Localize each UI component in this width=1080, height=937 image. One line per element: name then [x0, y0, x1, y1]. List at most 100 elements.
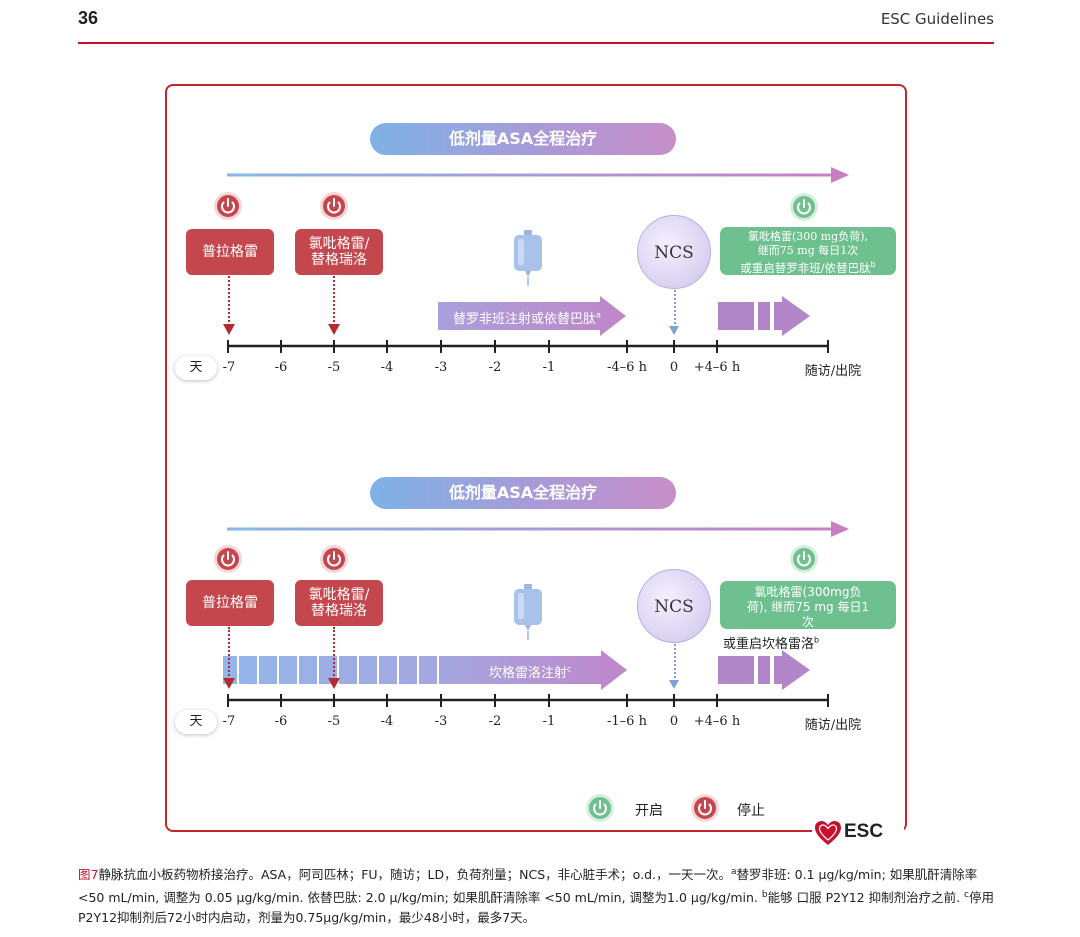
- page-number: 36: [78, 8, 99, 28]
- post-op-arrow: [718, 296, 810, 336]
- tick-label: +4–6 h: [693, 714, 741, 729]
- restart-cangrelor-note: 或重启坎格雷洛b: [723, 633, 819, 652]
- power-icon: [691, 794, 719, 822]
- legend: 开启 停止: [585, 792, 805, 824]
- stop-clopidogrel-pointer: [333, 627, 335, 680]
- tick-label: -1–6 h: [607, 714, 647, 729]
- stop-prasugrel-badge: 普拉格雷: [186, 580, 274, 626]
- stop-clopidogrel-pointer: [333, 276, 335, 326]
- panel-iv-tirofiban: 低剂量ASA全程治疗 普拉格雷 氯吡格雷/ 替格瑞洛: [167, 86, 909, 406]
- tick-label: 0: [669, 714, 679, 729]
- tick-label: -4: [380, 360, 394, 375]
- tick-label: -6: [274, 360, 288, 375]
- arrow-head: [328, 678, 340, 689]
- start-line-1: 氯吡格雷(300mg负: [754, 585, 862, 599]
- ncs-pointer: [674, 290, 676, 328]
- arrow-head: [328, 324, 340, 335]
- day-label: 天: [175, 356, 217, 380]
- day-label: 天: [175, 710, 217, 734]
- stop-prasugrel-badge: 普拉格雷: [186, 229, 274, 275]
- start-line-2: 荷), 继而75 mg 每日1: [746, 600, 870, 614]
- infusion-label: 坎格雷洛注射c: [489, 662, 571, 681]
- stop-clopidogrel-label-1: 氯吡格雷/: [308, 236, 370, 252]
- stop-clopidogrel-label-1: 氯吡格雷/: [308, 587, 370, 603]
- aspirin-banner: 低剂量ASA全程治疗: [370, 123, 676, 155]
- ncs-pointer: [674, 644, 676, 682]
- tick-label: -7: [222, 360, 236, 375]
- start-line-3: 或重启替罗非班/依替巴肽b: [724, 258, 892, 275]
- footnote-marker: a: [730, 867, 737, 877]
- stop-clopidogrel-badge: 氯吡格雷/ 替格瑞洛: [295, 229, 383, 275]
- tick-label: -6: [274, 714, 288, 729]
- aspirin-banner: 低剂量ASA全程治疗: [370, 477, 676, 509]
- infusion-label: 替罗非班注射或依替巴肽a: [453, 308, 601, 327]
- caption-text-1: 静脉抗血小板药物桥接治疗。ASA，阿司匹林；FU，随访；LD，负荷剂量；NCS，…: [98, 867, 731, 883]
- caption-text-3: 能够 口服 P2Y12 抑制剂治疗之前.: [767, 890, 965, 906]
- tick-label: -1: [542, 714, 556, 729]
- stop-prasugrel-label: 普拉格雷: [202, 244, 258, 260]
- start-line-3: 次: [801, 615, 814, 629]
- tick-label: -5: [327, 714, 341, 729]
- start-line-3-text: 或重启替罗非班/依替巴肽: [740, 260, 871, 275]
- footnote-marker: a: [596, 310, 601, 320]
- tick-label: 随访/出院: [804, 718, 862, 733]
- start-clopidogrel-badge: 氯吡格雷(300 mg负荷), 继而75 mg 每日1次 或重启替罗非班/依替巴…: [720, 227, 896, 275]
- stop-prasugrel-pointer: [228, 276, 230, 326]
- ncs-circle: NCS: [637, 215, 711, 289]
- heart-icon: [815, 821, 841, 845]
- iv-bag-icon: [514, 584, 542, 640]
- tick-label: -2: [488, 360, 502, 375]
- tick-label: -7: [222, 714, 236, 729]
- start-line-1: 氯吡格雷(300 mg负荷),: [747, 230, 869, 243]
- timeline-axis: [227, 340, 829, 353]
- power-icon: [790, 545, 818, 573]
- tick-label: -4: [380, 714, 394, 729]
- tick-label: 随访/出院: [804, 364, 862, 379]
- tick-label: 0: [669, 360, 679, 375]
- arrow-head: [223, 324, 235, 335]
- footnote-marker: c: [964, 890, 969, 901]
- power-icon: [320, 545, 348, 573]
- tick-label: -4–6 h: [607, 360, 647, 375]
- esc-logo-text: ESC: [844, 821, 884, 842]
- legend-stop-label: 停止: [737, 803, 765, 819]
- start-clopidogrel-badge: 氯吡格雷(300mg负 荷), 继而75 mg 每日1 次: [720, 581, 896, 629]
- power-icon: [214, 545, 242, 573]
- caption-text-2: 替罗非班: 0.1 μg/kg/min; 如果肌酐清除率 <50 mL/min,…: [78, 867, 978, 906]
- footnote-marker: b: [761, 890, 768, 901]
- post-op-arrow: [718, 650, 810, 690]
- tick-label: -3: [434, 714, 448, 729]
- tick-label: -5: [327, 360, 341, 375]
- figure-caption: 图7静脉抗血小板药物桥接治疗。ASA，阿司匹林；FU，随访；LD，负荷剂量；NC…: [78, 862, 1000, 928]
- panel-iv-cangrelor: 低剂量ASA全程治疗 普拉格雷 氯吡格雷/ 替格瑞洛: [167, 440, 909, 760]
- arrow-head: [223, 678, 235, 689]
- timeline-axis: [227, 694, 829, 707]
- figure-number: 图7: [78, 867, 99, 883]
- iv-bag-icon: [514, 230, 542, 286]
- tick-label: -2: [488, 714, 502, 729]
- restart-cangrelor-text: 或重启坎格雷洛: [723, 637, 815, 652]
- stop-prasugrel-pointer: [228, 627, 230, 680]
- footnote-marker: b: [814, 635, 820, 645]
- stop-clopidogrel-badge: 氯吡格雷/ 替格瑞洛: [295, 580, 383, 626]
- running-head: ESC Guidelines: [880, 10, 994, 28]
- stop-clopidogrel-label-2: 替格瑞洛: [311, 603, 367, 619]
- stop-prasugrel-label: 普拉格雷: [202, 595, 258, 611]
- stop-clopidogrel-label-2: 替格瑞洛: [311, 252, 367, 268]
- power-icon: [214, 192, 242, 220]
- figure-frame: 低剂量ASA全程治疗 普拉格雷 氯吡格雷/ 替格瑞洛: [165, 84, 907, 832]
- cangrelor-infusion-arrow: [223, 650, 627, 690]
- infusion-text: 替罗非班注射或依替巴肽: [453, 312, 597, 327]
- tick-label: -3: [434, 360, 448, 375]
- power-icon: [320, 192, 348, 220]
- esc-logo: ESC: [812, 818, 904, 846]
- start-line-2: 继而75 mg 每日1次: [757, 244, 859, 257]
- footnote-marker: c: [567, 664, 572, 674]
- aspirin-duration-arrow: [227, 167, 849, 183]
- power-icon: [586, 794, 614, 822]
- infusion-text: 坎格雷洛注射: [489, 666, 568, 681]
- arrow-head: [669, 326, 679, 335]
- tick-label: +4–6 h: [693, 360, 741, 375]
- tirofiban-infusion-arrow: [438, 296, 626, 336]
- legend-start-label: 开启: [635, 803, 663, 819]
